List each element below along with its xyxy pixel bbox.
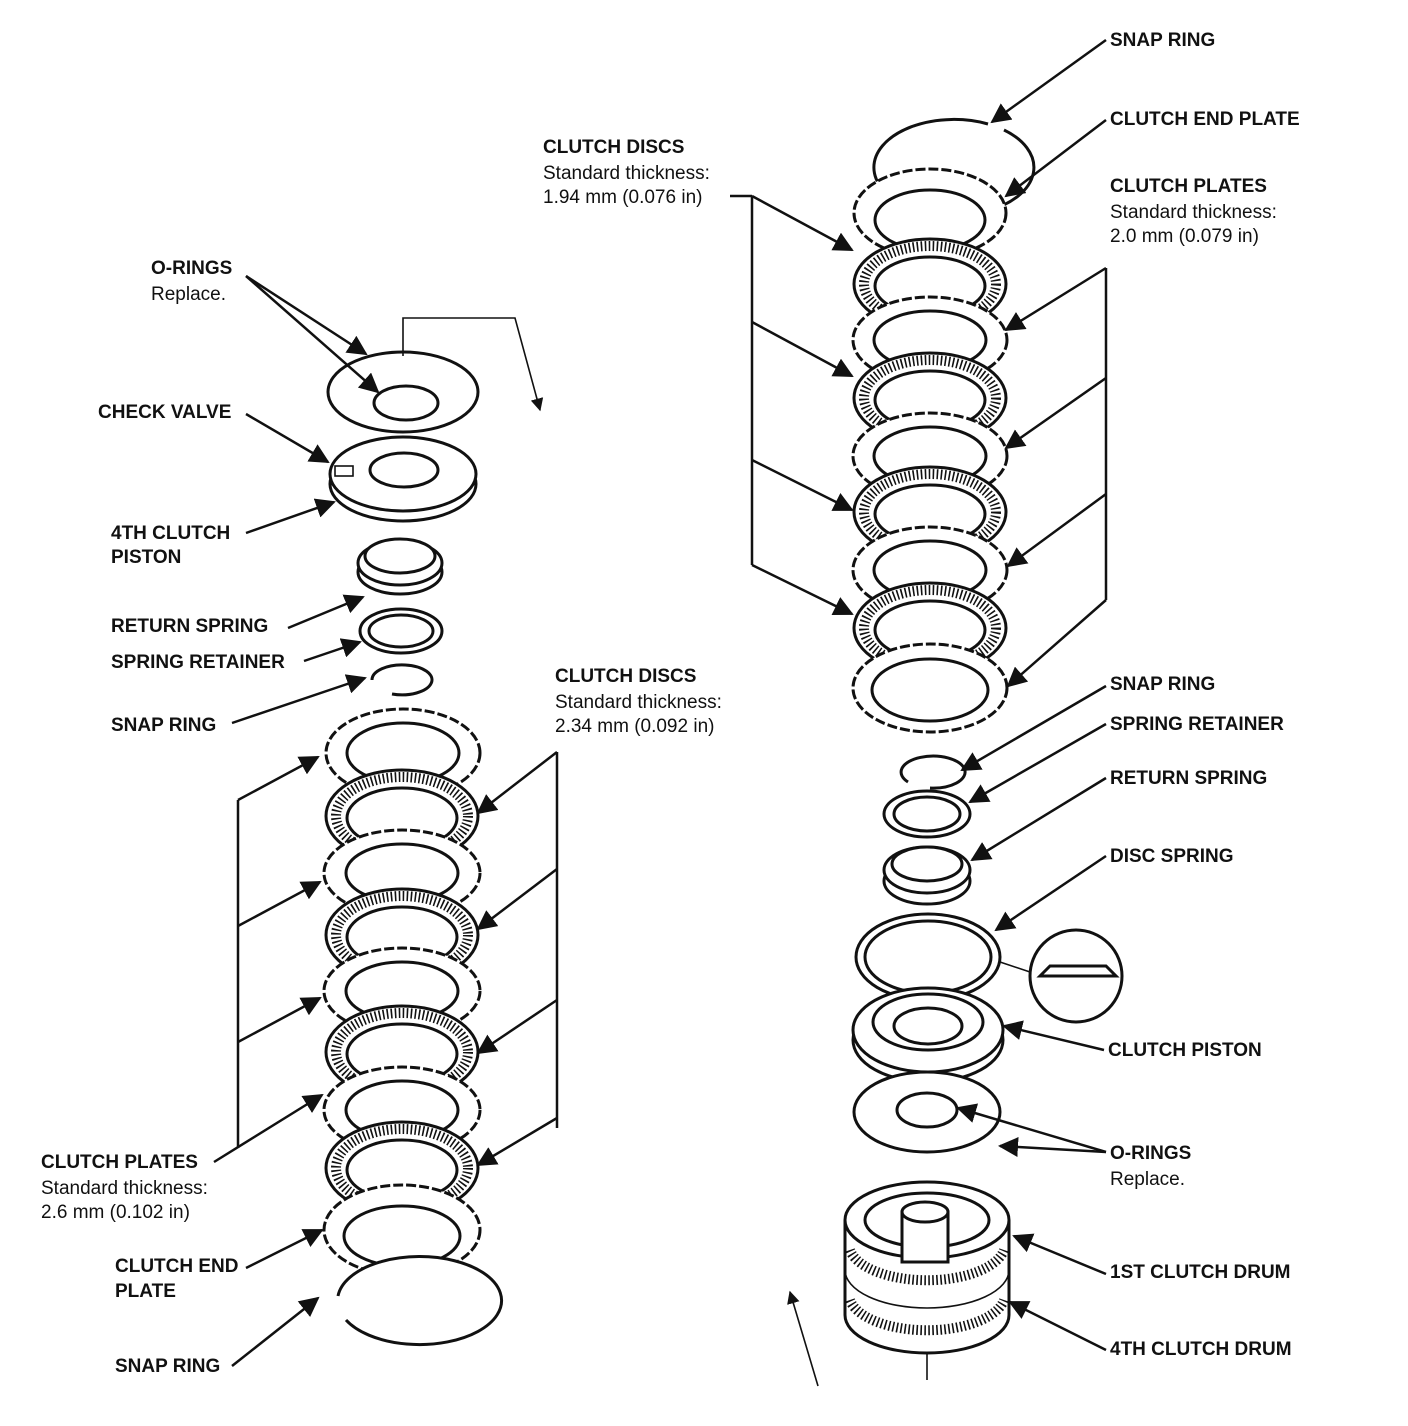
left-o-rings-note: Replace. xyxy=(151,284,226,305)
right-disc-spring-label: DISC SPRING xyxy=(1110,846,1234,867)
right-o-ring-disc xyxy=(852,1070,1002,1154)
right-snap-ring-mid xyxy=(899,754,967,790)
right-return-spring xyxy=(882,845,972,906)
left-check-valve-label: CHECK VALVE xyxy=(98,402,231,423)
disc-spring-detail xyxy=(999,928,1124,1024)
right-leaders-group xyxy=(730,38,1108,1352)
left-piston-label-line2: PISTON xyxy=(111,547,181,568)
left-return-spring-label: RETURN SPRING xyxy=(111,616,268,637)
right-clutch-piston xyxy=(851,986,1005,1084)
right-spring-retainer xyxy=(882,789,972,839)
right-clutch-pack xyxy=(851,167,1009,734)
right-clutch-drums xyxy=(843,1180,1011,1380)
left-snap-ring-lower xyxy=(336,1255,503,1347)
left-leaders-group xyxy=(213,274,559,1367)
right-o-rings-label: O-RINGS xyxy=(1110,1143,1191,1164)
right-plates-thickness-value: 2.0 mm (0.079 in) xyxy=(1110,226,1259,247)
left-plates-thickness-value: 2.6 mm (0.102 in) xyxy=(41,1202,190,1223)
left-o-ring-disc xyxy=(326,350,480,434)
left-discs-thickness-value: 2.34 mm (0.092 in) xyxy=(555,716,714,737)
right-discs-thickness-label: Standard thickness: xyxy=(543,163,710,184)
right-snap-ring-top-label: SNAP RING xyxy=(1110,30,1215,51)
right-parts-group xyxy=(787,117,1124,1387)
right-piston-label: CLUTCH PISTON xyxy=(1108,1040,1262,1061)
left-spring-retainer-label: SPRING RETAINER xyxy=(111,652,285,673)
left-end-plate-label-line2: PLATE xyxy=(115,1281,176,1302)
right-o-rings-note: Replace. xyxy=(1110,1169,1185,1190)
right-snap-ring-mid-label: SNAP RING xyxy=(1110,674,1215,695)
left-return-spring xyxy=(356,537,444,596)
right-plates-thickness-label: Standard thickness: xyxy=(1110,202,1277,223)
left-piston-label-line1: 4TH CLUTCH xyxy=(111,523,230,544)
left-4th-clutch-piston xyxy=(328,435,478,523)
left-clutch-pack xyxy=(322,707,482,1277)
right-drum-1st-label: 1ST CLUTCH DRUM xyxy=(1110,1262,1291,1283)
right-end-plate-label: CLUTCH END PLATE xyxy=(1110,109,1300,130)
right-drum-4th-label: 4TH CLUTCH DRUM xyxy=(1110,1339,1292,1360)
right-plates-title: CLUTCH PLATES xyxy=(1110,176,1267,197)
left-snap-ring-upper-label: SNAP RING xyxy=(111,715,216,736)
left-reference-bracket xyxy=(402,317,544,412)
left-parts-group xyxy=(322,317,544,1347)
left-discs-title: CLUTCH DISCS xyxy=(555,666,696,687)
left-plates-thickness-label: Standard thickness: xyxy=(41,1178,208,1199)
left-spring-retainer xyxy=(358,607,444,655)
right-discs-title: CLUTCH DISCS xyxy=(543,137,684,158)
left-o-rings-label: O-RINGS xyxy=(151,258,232,279)
left-discs-thickness-label: Standard thickness: xyxy=(555,692,722,713)
right-spring-retainer-label: SPRING RETAINER xyxy=(1110,714,1284,735)
left-snap-ring-lower-label: SNAP RING xyxy=(115,1356,220,1377)
right-return-spring-label: RETURN SPRING xyxy=(1110,768,1267,789)
left-plates-title: CLUTCH PLATES xyxy=(41,1152,198,1173)
right-disc-spring xyxy=(854,912,1002,1002)
left-end-plate-label-line1: CLUTCH END xyxy=(115,1256,239,1277)
right-labels-group: SNAP RING CLUTCH END PLATE CLUTCH DISCS … xyxy=(543,30,1300,1360)
right-reference-arrow xyxy=(787,1290,819,1387)
right-discs-thickness-value: 1.94 mm (0.076 in) xyxy=(543,187,702,208)
left-snap-ring-upper xyxy=(370,663,434,697)
left-labels-group: O-RINGS Replace. CHECK VALVE 4TH CLUTCH … xyxy=(41,258,722,1377)
